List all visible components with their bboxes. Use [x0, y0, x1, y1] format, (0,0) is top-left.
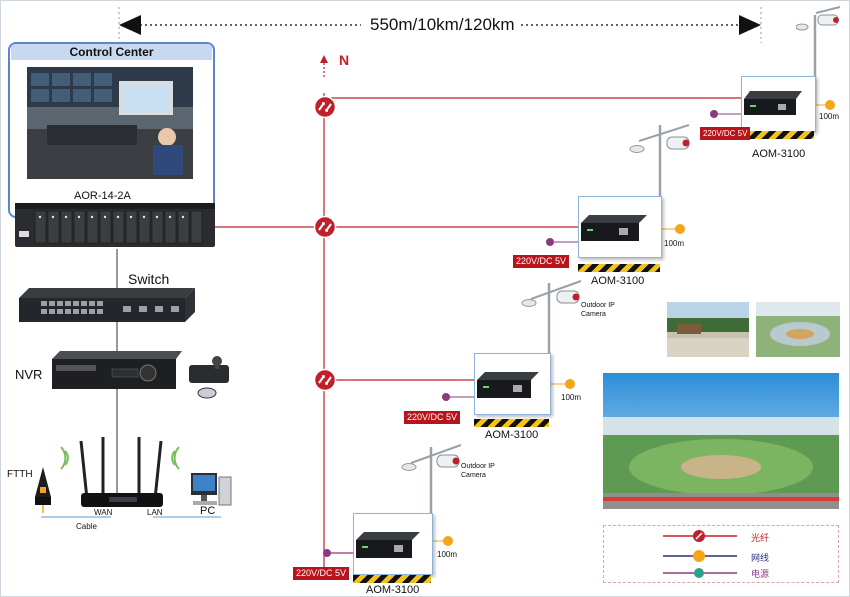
node-model-label: AOM-3100: [366, 584, 420, 596]
park-photo: [667, 302, 749, 357]
control-room-photo: [27, 67, 193, 179]
converter-device-icon: [744, 91, 802, 115]
camera-label: Outdoor IP Camera: [581, 302, 615, 318]
camera-icon: [521, 280, 582, 307]
camera-icon: [629, 124, 690, 153]
power-tag: 220V/DC 5V: [404, 411, 461, 424]
distance-arrow: [118, 7, 762, 43]
nvr-label: NVR: [15, 367, 43, 382]
power-tag: 220V/DC 5V: [700, 127, 751, 140]
cable-lines: [41, 516, 221, 518]
node-model-label: AOM-3100: [591, 275, 645, 287]
distance-tag: 100m: [664, 239, 685, 248]
switch-device: [19, 288, 195, 322]
hazard-stripe: [578, 264, 660, 272]
node-panel: [741, 76, 816, 132]
node-model-label: AOM-3100: [752, 148, 806, 160]
camera-icon: [796, 6, 841, 31]
hazard-stripe: [741, 131, 814, 139]
distance-tag: 100m: [819, 112, 840, 121]
lan-label: LAN: [147, 508, 163, 517]
power-connector-icon: [710, 110, 718, 118]
distance-label: 550m/10km/120km: [370, 15, 515, 34]
legend-symbols: [663, 530, 737, 578]
legend-label-network: 网线: [751, 553, 770, 563]
power-tag: 220V/DC 5V: [293, 567, 350, 580]
legend-label-power: 电源: [751, 569, 770, 579]
aor-rack-chassis: [15, 203, 215, 247]
fiber-node-icon: [313, 95, 337, 119]
power-connector-icon: [323, 549, 331, 557]
ftth-modem-icon: [35, 467, 51, 513]
wifi-router-icon: [60, 437, 180, 507]
control-center-title: Control Center: [11, 44, 212, 60]
node-panel: [353, 513, 433, 575]
cable-label: Cable: [76, 522, 97, 531]
camera-label: Outdoor IP Camera: [461, 463, 495, 479]
node-panel: [578, 196, 662, 258]
pc-icon: [191, 473, 232, 506]
fiber-node-icon: [313, 215, 337, 239]
north-label: N: [339, 52, 350, 68]
garden-aerial-photo: [756, 302, 840, 357]
power-connector-icon: [442, 393, 450, 401]
power-tag: 220V/DC 5V: [513, 255, 570, 268]
pc-label: PC: [200, 505, 216, 517]
ftth-label: FTTH: [7, 469, 33, 480]
north-arrow: [320, 55, 328, 79]
converter-device-icon: [477, 372, 539, 398]
hazard-stripe: [353, 575, 431, 583]
distance-tag: 100m: [561, 393, 582, 402]
converter-device-icon: [356, 532, 420, 558]
converter-device-icon: [581, 215, 647, 241]
network-port-icon: [443, 536, 453, 546]
distance-tag: 100m: [437, 550, 458, 559]
city-aerial-photo: [603, 373, 839, 509]
network-port-icon: [565, 379, 575, 389]
legend-label-fiber: 光纤: [751, 533, 770, 543]
wan-label: WAN: [94, 508, 113, 517]
network-port-icon: [825, 100, 835, 110]
nvr-device: [52, 351, 182, 389]
node-model-label: AOM-3100: [485, 429, 539, 441]
switch-label: Switch: [128, 271, 170, 287]
ptz-keyboard-icon: [189, 356, 229, 399]
legend-box: [603, 525, 839, 583]
power-connector-icon: [546, 238, 554, 246]
hazard-stripe: [474, 419, 549, 427]
fiber-node-icon: [313, 368, 337, 392]
node-panel: [474, 353, 551, 415]
power-lines: [328, 113, 742, 554]
network-port-icon: [675, 224, 685, 234]
aor-label: AOR-14-2A: [74, 190, 131, 202]
camera-icon: [401, 444, 462, 471]
